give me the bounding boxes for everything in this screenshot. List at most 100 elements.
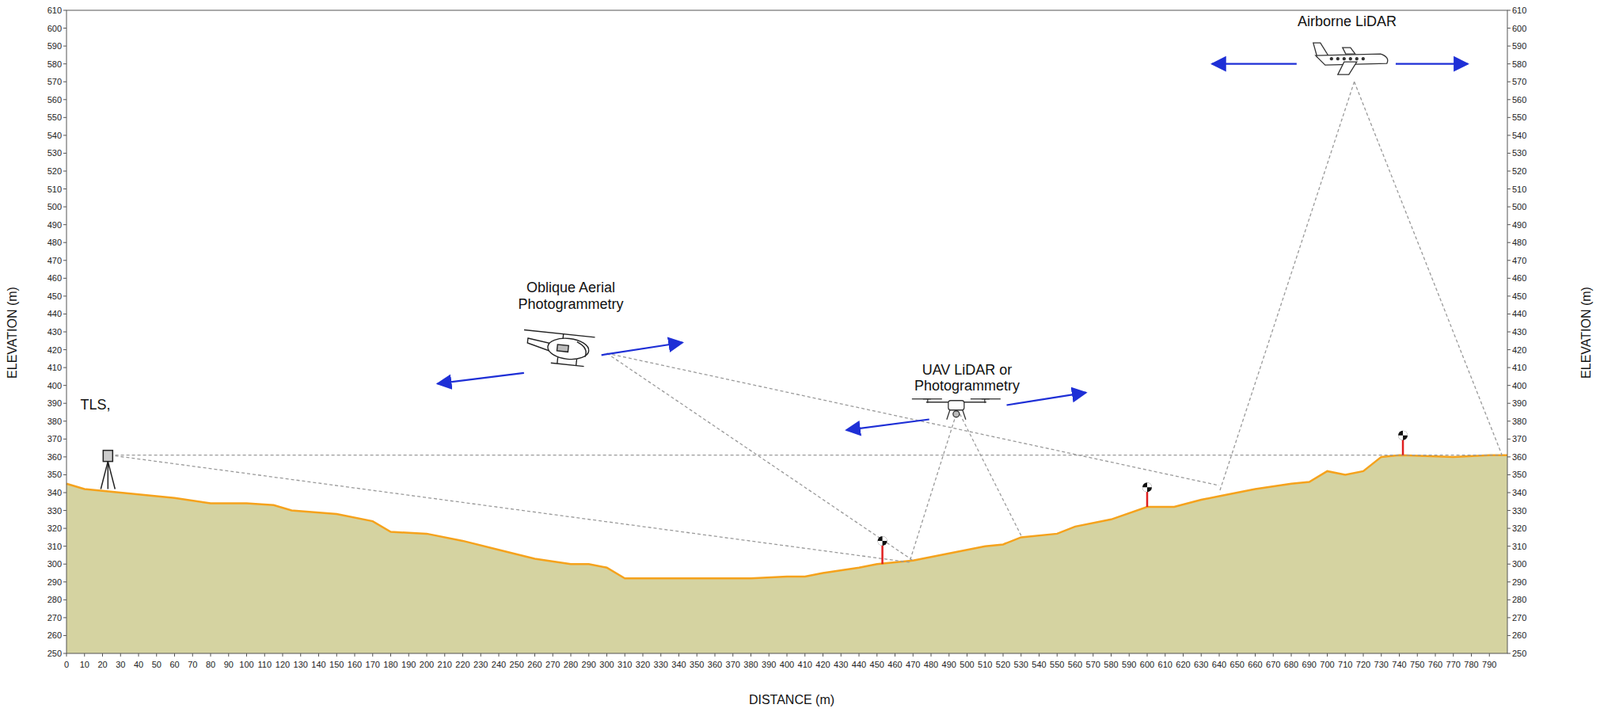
distance-tick-label: 360 — [707, 659, 723, 670]
distance-tick-label: 510 — [977, 659, 992, 670]
uav-drone — [912, 399, 1001, 420]
distance-tick-label: 730 — [1374, 659, 1389, 670]
distance-tick-label: 560 — [1067, 659, 1083, 670]
elevation-tick-label: 570 — [47, 76, 62, 88]
elevation-tick-label: 310 — [1512, 540, 1527, 552]
distance-tick-label: 200 — [419, 659, 434, 670]
distance-tick-label: 540 — [1031, 659, 1046, 670]
elevation-tick-label: 500 — [1512, 201, 1527, 213]
sight-line — [110, 455, 910, 563]
elevation-tick-label: 590 — [47, 41, 62, 52]
elevation-tick-label: 380 — [1512, 415, 1527, 426]
distance-tick-label: 240 — [491, 659, 506, 670]
elevation-tick-label: 600 — [47, 22, 62, 34]
motion-arrow — [1395, 63, 1468, 65]
distance-tick-label: 580 — [1103, 659, 1118, 670]
distance-tick-label: 780 — [1463, 659, 1479, 670]
elevation-tick-label: 450 — [1512, 291, 1527, 302]
elevation-tick-label: 300 — [1512, 558, 1527, 570]
elevation-tick-label: 590 — [1512, 41, 1527, 52]
elevation-tick-label: 360 — [1512, 452, 1527, 463]
distance-tick-label: 530 — [1014, 659, 1029, 670]
elevation-tick-label: 250 — [47, 648, 62, 659]
distance-tick-label: 210 — [437, 659, 453, 670]
distance-tick-label: 700 — [1319, 659, 1334, 670]
elevation-tick-label: 440 — [47, 308, 62, 320]
distance-tick-label: 150 — [329, 659, 344, 670]
elevation-tick-label: 370 — [1512, 433, 1527, 445]
distance-tick-label: 570 — [1086, 659, 1101, 670]
distance-tick-label: 170 — [365, 659, 381, 670]
distance-tick-label: 230 — [473, 659, 488, 670]
distance-tick-label: 490 — [942, 659, 957, 670]
axis-title: ELEVATION (m) — [5, 286, 20, 379]
helicopter — [520, 329, 595, 367]
motion-arrow — [437, 372, 525, 384]
elevation-tick-label: 390 — [47, 398, 62, 409]
distance-tick-label: 50 — [152, 659, 162, 670]
elevation-tick-label: 340 — [1512, 487, 1527, 498]
distance-tick-label: 500 — [959, 659, 974, 670]
distance-tick-label: 520 — [995, 659, 1011, 670]
elevation-tick-label: 540 — [47, 130, 62, 141]
distance-tick-label: 270 — [545, 659, 560, 670]
elevation-tick-label: 350 — [1512, 469, 1527, 480]
sight-line — [959, 414, 1021, 536]
sight-line — [1354, 81, 1503, 455]
sight-line — [607, 353, 914, 561]
distance-tick-label: 770 — [1446, 659, 1461, 670]
distance-tick-label: 10 — [79, 659, 90, 670]
sight-line — [607, 353, 1220, 486]
elevation-tick-label: 420 — [47, 344, 62, 355]
control-target — [877, 535, 888, 564]
distance-tick-label: 0 — [64, 659, 69, 670]
distance-tick-label: 40 — [133, 659, 144, 670]
distance-tick-label: 330 — [653, 659, 669, 670]
elevation-tick-label: 550 — [1512, 112, 1527, 123]
distance-tick-label: 380 — [743, 659, 758, 670]
elevation-tick-label: 460 — [47, 273, 62, 284]
distance-tick-label: 440 — [851, 659, 867, 670]
airplane — [1313, 42, 1388, 75]
distance-tick-label: 750 — [1409, 659, 1425, 670]
distance-tick-label: 760 — [1428, 659, 1443, 670]
motion-arrow — [1007, 392, 1087, 406]
sight-line — [909, 414, 957, 563]
elevation-tick-label: 380 — [47, 415, 62, 426]
elevation-tick-label: 560 — [47, 94, 62, 105]
platform-label: TLS, — [79, 396, 111, 414]
elevation-tick-label: 290 — [1512, 576, 1527, 587]
platform-label: UAV LiDAR or Photogrammetry — [908, 361, 1027, 395]
distance-tick-label: 600 — [1140, 659, 1155, 670]
distance-tick-label: 470 — [905, 659, 920, 670]
distance-tick-label: 740 — [1391, 659, 1407, 670]
elevation-tick-label: 330 — [47, 505, 62, 516]
distance-tick-label: 670 — [1265, 659, 1281, 670]
distance-tick-label: 70 — [187, 659, 198, 670]
control-target — [1142, 482, 1152, 507]
distance-tick-label: 640 — [1212, 659, 1227, 670]
elevation-tick-label: 270 — [47, 612, 62, 624]
elevation-tick-label: 530 — [1512, 148, 1527, 159]
elevation-tick-label: 340 — [47, 487, 62, 498]
elevation-tick-label: 510 — [47, 183, 62, 194]
elevation-tick-label: 430 — [47, 326, 62, 338]
distance-tick-label: 130 — [293, 659, 308, 670]
elevation-tick-label: 330 — [1512, 505, 1527, 516]
distance-tick-label: 480 — [923, 659, 939, 670]
distance-tick-label: 690 — [1302, 659, 1317, 670]
elevation-tick-label: 480 — [47, 237, 62, 248]
elevation-tick-label: 320 — [47, 523, 62, 534]
elevation-tick-label: 370 — [47, 433, 62, 445]
distance-tick-label: 220 — [455, 659, 470, 670]
distance-tick-label: 260 — [527, 659, 542, 670]
distance-tick-label: 350 — [689, 659, 704, 670]
motion-arrow — [846, 419, 930, 431]
distance-tick-label: 450 — [870, 659, 885, 670]
elevation-tick-label: 540 — [1512, 130, 1527, 141]
terrain-fill — [66, 455, 1508, 654]
distance-tick-label: 460 — [887, 659, 902, 670]
elevation-tick-label: 560 — [1512, 94, 1527, 105]
sight-lines — [110, 81, 1503, 563]
distance-tick-label: 680 — [1284, 659, 1299, 670]
